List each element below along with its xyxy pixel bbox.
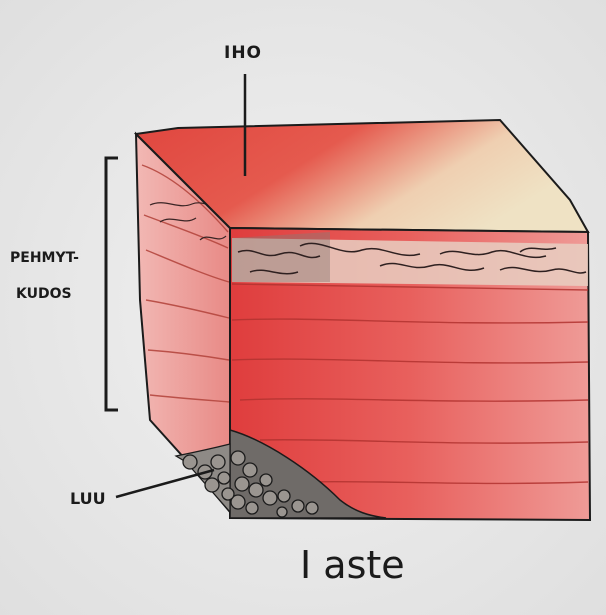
soft-tissue-label-line1: PEHMYT- xyxy=(10,250,79,266)
caption-label: I aste xyxy=(300,543,405,587)
skin-label: IHO xyxy=(224,43,262,63)
soft-tissue-label-line2: KUDOS xyxy=(16,286,72,302)
bone-label: LUU xyxy=(70,489,106,508)
